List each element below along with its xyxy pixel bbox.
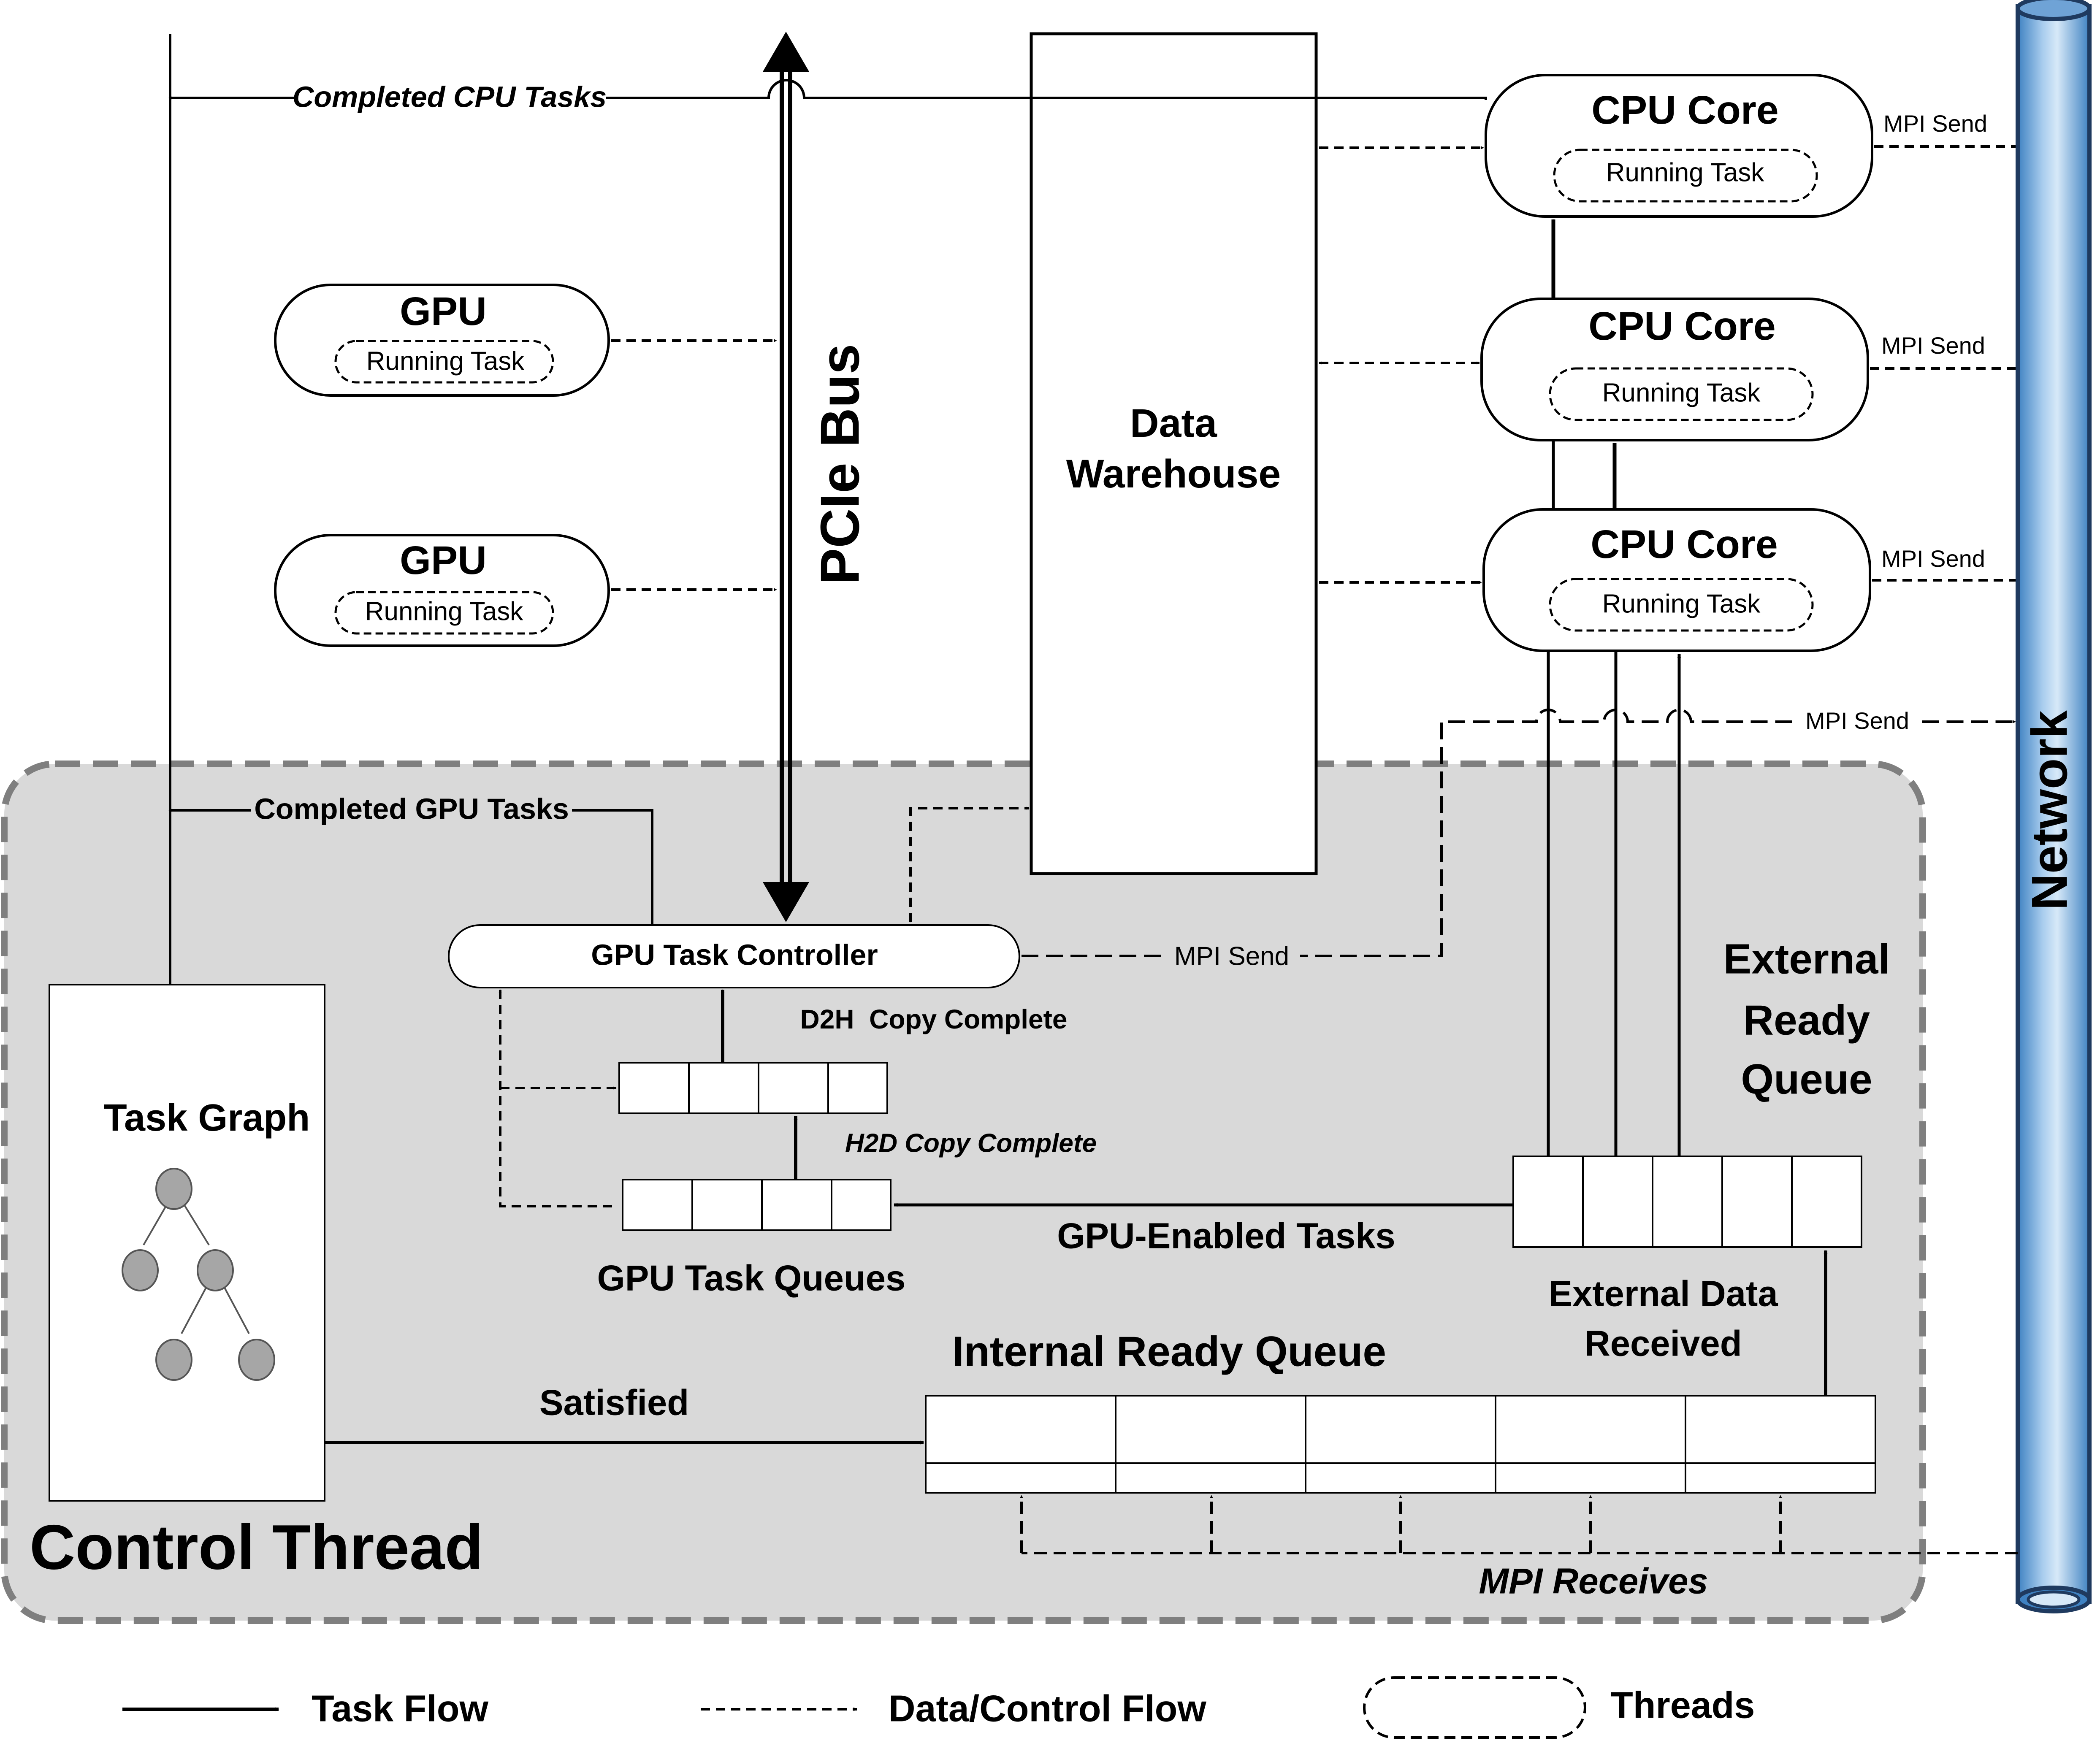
internal-ready-queue-label: Internal Ready Queue: [952, 1328, 1386, 1375]
completed-gpu-tasks-label: Completed GPU Tasks: [254, 792, 569, 825]
cpu-core-3-mpi-label: MPI Send: [1881, 545, 1985, 572]
gpu-task-queues-label: GPU Task Queues: [597, 1258, 906, 1298]
pcie-bus-label: PCIe Bus: [809, 344, 870, 585]
cpu-core-1-mpi-label: MPI Send: [1883, 110, 1987, 137]
legend-threads-shape: [1363, 1676, 1586, 1739]
pcie-bus: [763, 32, 809, 922]
external-ready-queue-label-1: External: [1723, 935, 1890, 982]
gpu-enabled-tasks-label: GPU-Enabled Tasks: [1057, 1216, 1395, 1256]
external-data-label-1: External Data: [1548, 1274, 1778, 1314]
gpu-2-task: Running Task: [365, 597, 524, 626]
network-pipe: [2016, 0, 2092, 1613]
gpu-task-controller: [448, 924, 1020, 988]
task-node: [155, 1339, 192, 1381]
task-graph-box: [49, 984, 325, 1502]
controller-mpi-send: [1022, 709, 2016, 957]
completed-cpu-tasks-label: Completed CPU Tasks: [293, 80, 607, 113]
cpu-core-3-task: Running Task: [1602, 589, 1761, 618]
data-warehouse-label-2: Warehouse: [1066, 452, 1281, 496]
gpu-queue-d2h: [618, 1062, 888, 1114]
controller-dw-link: [909, 807, 1030, 923]
external-ready-queue-label-2: Ready: [1743, 996, 1870, 1044]
gpu-1-title: GPU: [400, 289, 487, 334]
data-warehouse-box: [1030, 32, 1318, 875]
data-warehouse-label-1: Data: [1130, 401, 1217, 446]
cpu-core-3-title: CPU Core: [1591, 522, 1778, 567]
task-node: [238, 1339, 275, 1381]
external-ready-queue: [1512, 1156, 1862, 1248]
task-graph-tree: [122, 1168, 275, 1381]
task-node: [197, 1249, 234, 1291]
legend: Task Flow Data/Control Flow Threads: [122, 1676, 1755, 1739]
task-graph-label: Task Graph: [104, 1097, 310, 1139]
gpu-1-task: Running Task: [366, 346, 525, 376]
task-node: [155, 1168, 192, 1210]
cpu-core-2: CPU Core Running Task: [1480, 298, 1869, 441]
satisfied-label: Satisfied: [539, 1383, 689, 1423]
gpu-2: GPU Running Task: [274, 534, 610, 647]
internal-ready-queue: [925, 1395, 1876, 1494]
cpu-core-2-mpi-label: MPI Send: [1881, 332, 1985, 359]
d2h-copy-label: D2H Copy Complete: [800, 1004, 1068, 1034]
gpu-task-controller-label: GPU Task Controller: [591, 938, 878, 971]
mpi-receives-label: MPI Receives: [1479, 1561, 1708, 1601]
mpi-receives-arrows: [1020, 1495, 1782, 1553]
external-ready-queue-label-3: Queue: [1741, 1056, 1872, 1103]
cpu-core-1-title: CPU Core: [1591, 88, 1778, 133]
cpu-core-3: CPU Core Running Task: [1482, 508, 1871, 652]
legend-task-flow-label: Task Flow: [312, 1687, 488, 1729]
network-mpi-send-label: MPI Send: [1805, 707, 1909, 734]
controller-mpi-label: MPI Send: [1174, 942, 1289, 971]
task-node: [122, 1249, 159, 1291]
cpu-core-1: CPU Core Running Task: [1485, 74, 1873, 218]
cpu-core-2-task: Running Task: [1602, 378, 1761, 407]
completed-cpu-tasks-flow: [169, 79, 1487, 100]
gpu-2-title: GPU: [400, 538, 487, 583]
network-label: Network: [2021, 710, 2078, 910]
legend-data-control-label: Data/Control Flow: [889, 1687, 1206, 1729]
h2d-copy-label: H2D Copy Complete: [845, 1129, 1097, 1158]
gpu-1: GPU Running Task: [274, 284, 610, 397]
gpu-queue-h2d: [622, 1179, 891, 1231]
legend-threads-label: Threads: [1610, 1684, 1755, 1726]
control-thread-label: Control Thread: [30, 1512, 483, 1583]
cpu-core-1-task: Running Task: [1606, 158, 1765, 187]
cpu-core-2-title: CPU Core: [1588, 304, 1775, 349]
external-data-label-2: Received: [1584, 1323, 1742, 1364]
